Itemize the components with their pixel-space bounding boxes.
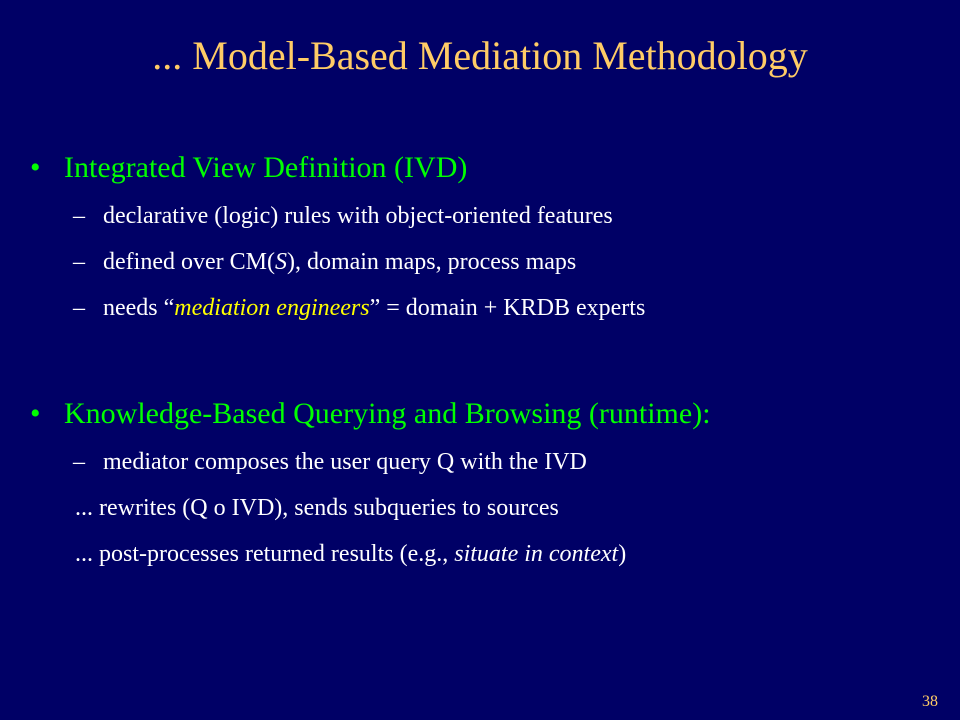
dash-marker: –: [73, 249, 85, 275]
text-segment: needs “: [103, 295, 175, 321]
bullet-text: Knowledge-Based Querying and Browsing (r…: [64, 397, 711, 430]
sub-item-text: defined over CM(S), domain maps, process…: [103, 246, 576, 278]
sub-item-text: ... rewrites (Q o IVD), sends subqueries…: [75, 495, 559, 521]
dash-marker: –: [73, 449, 85, 475]
italic-segment: situate in context: [454, 541, 619, 567]
sub-item-text: ... post-processes returned results (e.g…: [75, 538, 626, 570]
bullet-marker: •: [30, 397, 41, 430]
bullet-marker: •: [30, 151, 41, 184]
text-segment: defined over CM(: [103, 249, 275, 275]
text-segment: ” = domain + KRDB experts: [369, 295, 646, 321]
highlight-segment: mediation engineers: [174, 295, 370, 321]
sub-item-text: mediator composes the user query Q with …: [103, 449, 587, 475]
sub-item-text: declarative (logic) rules with object-or…: [103, 203, 613, 229]
text-segment: ): [618, 541, 627, 567]
text-segment: ... post-processes returned results (e.g…: [75, 541, 455, 567]
page-number: 38: [922, 693, 938, 710]
italic-segment: S: [274, 249, 287, 275]
sub-item-text: needs “mediation engineers” = domain + K…: [103, 292, 645, 324]
bullet-text: Integrated View Definition (IVD): [64, 151, 468, 184]
slide-title: ... Model-Based Mediation Methodology: [152, 33, 808, 78]
dash-marker: –: [73, 295, 85, 321]
text-segment: ), domain maps, process maps: [286, 249, 577, 275]
dash-marker: –: [73, 203, 85, 229]
